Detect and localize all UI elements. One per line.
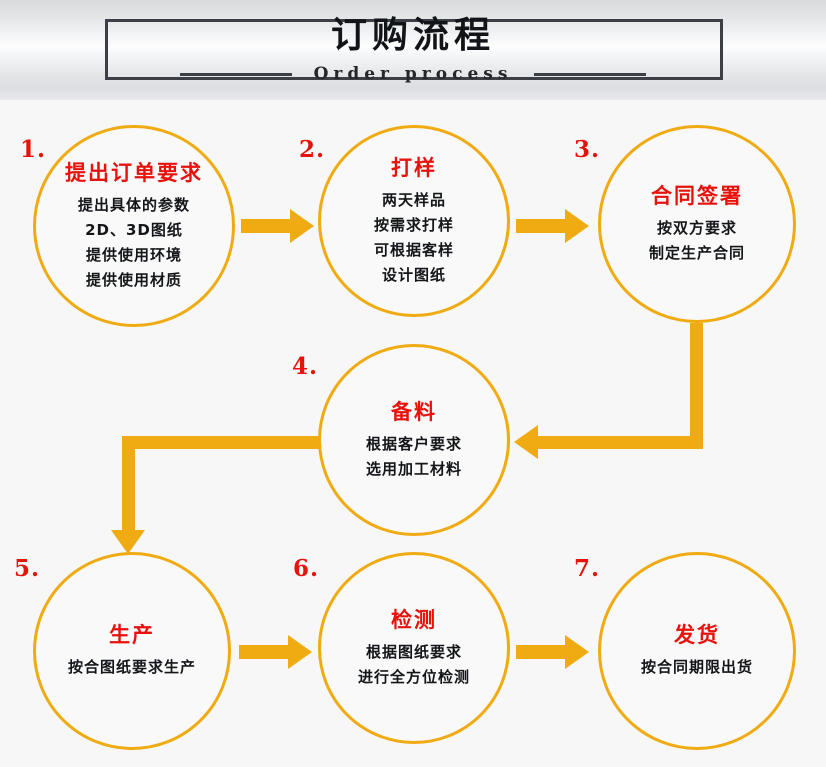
step-body-line: 按双方要求	[656, 218, 737, 237]
step-title-7: 发货	[674, 623, 720, 647]
step-node-2[interactable]: 打样 两天样品 按需求打样 可根据客样 设计图纸	[318, 125, 510, 317]
header-banner: 订购流程 Order process	[0, 0, 826, 100]
step-body-line: 制定生产合同	[648, 243, 745, 262]
step-body-line: 选用加工材料	[365, 459, 462, 478]
step-node-3[interactable]: 合同签署 按双方要求 制定生产合同	[598, 125, 796, 323]
step-title-2: 打样	[391, 155, 437, 180]
step-body-line: 提供使用材质	[85, 270, 182, 289]
step-body-line: 两天样品	[381, 190, 446, 209]
step-body-5: 按合图纸要求生产	[68, 655, 196, 680]
step-body-6: 根据图纸要求 进行全方位检测	[358, 640, 470, 690]
step-body-line: 按合图纸要求生产	[67, 658, 196, 676]
step-title-5: 生产	[109, 623, 155, 647]
step-node-7[interactable]: 发货 按合同期限出货	[598, 552, 796, 750]
step-number-1: 1.	[20, 136, 47, 163]
step-body-1: 提出具体的参数 2D、3D图纸 提供使用环境 提供使用材质	[78, 193, 190, 293]
step-title-4: 备料	[391, 399, 437, 424]
step-number-7: 7.	[574, 555, 601, 582]
page-title: 订购流程	[330, 15, 495, 56]
subtitle-rule-right	[534, 72, 647, 76]
step-node-5[interactable]: 生产 按合图纸要求生产	[33, 552, 231, 750]
process-flow-diagram: 1. 提出订单要求 提出具体的参数 2D、3D图纸 提供使用环境 提供使用材质 …	[0, 100, 826, 767]
step-node-4[interactable]: 备料 根据客户要求 选用加工材料	[318, 344, 510, 536]
step-body-3: 按双方要求 制定生产合同	[649, 216, 745, 266]
step-body-line: 提出具体的参数	[77, 195, 190, 214]
step-body-line: 提供使用环境	[85, 245, 182, 264]
step-node-1[interactable]: 提出订单要求 提出具体的参数 2D、3D图纸 提供使用环境 提供使用材质	[33, 125, 235, 327]
step-body-line: 2D、3D图纸	[85, 220, 183, 239]
step-body-line: 进行全方位检测	[357, 667, 470, 686]
subtitle-rule-left	[179, 72, 292, 76]
header-subtitle-row: Order process	[0, 64, 826, 84]
step-body-line: 可根据客样	[373, 240, 454, 259]
step-title-6: 检测	[391, 607, 437, 632]
step-body-line: 按需求打样	[373, 215, 454, 234]
header-frame	[105, 19, 723, 80]
step-number-4: 4.	[292, 353, 319, 380]
step-number-6: 6.	[293, 555, 320, 582]
step-body-7: 按合同期限出货	[641, 655, 753, 680]
step-number-3: 3.	[574, 136, 601, 163]
step-body-line: 根据客户要求	[365, 434, 462, 453]
step-body-line: 根据图纸要求	[365, 642, 462, 661]
step-node-6[interactable]: 检测 根据图纸要求 进行全方位检测	[318, 552, 510, 744]
step-number-5: 5.	[14, 555, 41, 582]
step-number-2: 2.	[299, 136, 326, 163]
step-body-2: 两天样品 按需求打样 可根据客样 设计图纸	[374, 188, 454, 288]
step-body-4: 根据客户要求 选用加工材料	[366, 432, 462, 482]
page-subtitle: Order process	[313, 64, 513, 84]
step-body-line: 设计图纸	[381, 265, 446, 284]
step-title-3: 合同签署	[651, 183, 743, 208]
step-body-line: 按合同期限出货	[640, 658, 753, 676]
step-title-1: 提出订单要求	[65, 160, 203, 185]
